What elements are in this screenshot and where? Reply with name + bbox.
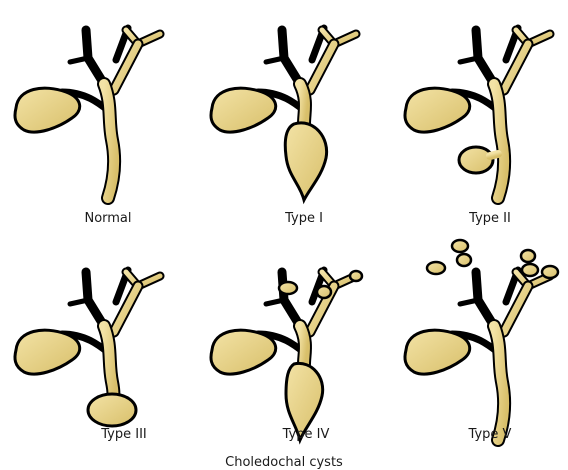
panel-type-2 bbox=[405, 28, 550, 198]
panel-type-3 bbox=[15, 270, 160, 426]
panel-label-type-5: Type V bbox=[410, 427, 568, 442]
panel-type-5 bbox=[405, 240, 558, 440]
panel-label-type-4: Type IV bbox=[226, 427, 386, 442]
figure-caption: Choledochal cysts bbox=[0, 455, 568, 470]
panel-label-type-3: Type III bbox=[44, 427, 204, 442]
panel-normal bbox=[15, 28, 160, 198]
panel-label-normal: Normal bbox=[28, 211, 188, 226]
panel-label-type-2: Type II bbox=[410, 211, 568, 226]
panel-label-type-1: Type I bbox=[224, 211, 384, 226]
panel-type-4 bbox=[211, 270, 362, 440]
panel-type-1 bbox=[211, 28, 356, 200]
